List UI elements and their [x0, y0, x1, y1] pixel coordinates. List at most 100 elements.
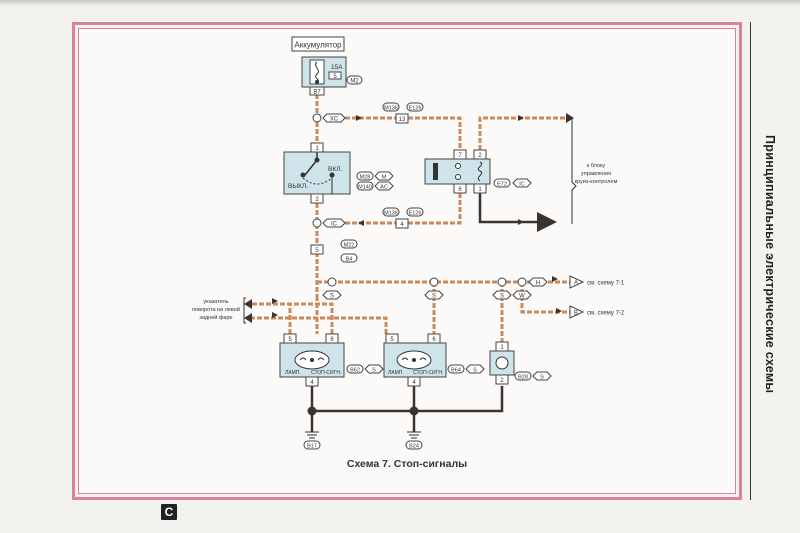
connector-4: 4 M136 E126: [382, 207, 424, 229]
svg-text:6: 6: [330, 337, 334, 343]
fuse-block: 15A 5 B7 M2: [301, 56, 363, 96]
svg-text:круиз-контролем: круиз-контролем: [575, 179, 618, 185]
relay-coil-icon: [477, 161, 483, 182]
arrow-turn-2: [244, 313, 252, 323]
fuse-rating: 15A: [331, 64, 343, 71]
svg-text:E126: E126: [409, 211, 422, 217]
cruise-control-note: к блоку управления круиз-контролем: [575, 163, 618, 185]
arrow-to-cruise-top: [566, 113, 574, 123]
svg-text:поворота на левой: поворота на левой: [192, 306, 240, 313]
svg-text:S: S: [432, 294, 436, 300]
diagram-frame-inner: [78, 28, 736, 494]
side-rule: [750, 22, 751, 500]
svg-text:см. схему 7-1: см. схему 7-1: [587, 281, 625, 287]
svg-text:XC: XC: [330, 117, 339, 123]
battery-label: Аккумулятор: [294, 41, 342, 50]
svg-text:S: S: [372, 368, 376, 374]
battery: Аккумулятор: [291, 36, 345, 52]
svg-text:к блоку: к блоку: [587, 163, 606, 169]
svg-text:указатель: указатель: [203, 299, 228, 305]
svg-text:см. схему 7-2: см. схему 7-2: [587, 311, 625, 317]
bus-splices: S S S W H: [322, 277, 548, 300]
svg-text:5: 5: [390, 337, 394, 343]
svg-text:E126: E126: [409, 106, 422, 112]
wire-turn-1b: [290, 302, 334, 334]
lamp-right: 5 6 ЛАМП. СТОП-СИГН. 4 B64 S: [383, 333, 485, 387]
turn-signal-note: указатель поворота на левой задней фаре: [192, 299, 240, 321]
svg-text:IC: IC: [331, 222, 338, 228]
splice-ic: IC: [312, 218, 346, 228]
fuse-connector: B7: [313, 90, 321, 96]
svg-text:B28: B28: [518, 375, 528, 381]
fuse-location-tag: M2: [350, 79, 359, 85]
wire-turn-2: [252, 316, 388, 334]
svg-text:AC: AC: [380, 185, 388, 191]
diagram-frame-outer: [72, 22, 742, 500]
high-stop-lamp: 1 2 B28 S: [489, 341, 552, 385]
svg-text:M140: M140: [358, 185, 372, 191]
wire-xc-relay7: [324, 116, 462, 150]
svg-text:6: 6: [432, 337, 436, 343]
svg-text:ЛАМП.: ЛАМП.: [388, 370, 404, 376]
svg-text:S: S: [330, 294, 334, 300]
svg-text:H: H: [536, 281, 540, 287]
svg-text:7: 7: [458, 153, 462, 159]
switch-off-label: ВЫКЛ.: [288, 183, 308, 190]
arrow-turn-1: [244, 299, 252, 309]
bulb-icon: [495, 356, 509, 370]
svg-text:IC: IC: [519, 182, 525, 188]
ground-b24: B24: [405, 431, 423, 450]
cruise-brace: [571, 118, 577, 224]
svg-text:E72: E72: [497, 182, 507, 188]
svg-text:B64: B64: [451, 368, 461, 374]
svg-text:1: 1: [500, 345, 504, 351]
wires-orange: [252, 94, 570, 342]
svg-text:S: S: [473, 368, 477, 374]
turn-brace: [243, 297, 246, 324]
svg-text:СТОП-СИГН.: СТОП-СИГН.: [413, 370, 443, 376]
page-top-edge: [0, 0, 800, 6]
svg-text:6: 6: [458, 187, 462, 193]
diagram-caption: Схема 7. Стоп-сигналы: [347, 458, 467, 470]
ground-junction: [307, 406, 317, 416]
section-side-title: Принципиальные электрические схемы: [763, 135, 777, 394]
svg-text:M28: M28: [360, 175, 371, 181]
switch-on-label: ВКЛ.: [328, 166, 342, 173]
wire-relay2-cruise: [478, 116, 568, 150]
cruise-control-relay: 7 2 6 1 E72 IC: [424, 149, 532, 194]
publisher-logo-icon: C: [161, 504, 177, 520]
svg-text:управления: управления: [581, 171, 611, 177]
svg-text:4: 4: [400, 222, 404, 228]
svg-text:B: B: [574, 311, 578, 317]
svg-text:4: 4: [412, 380, 416, 386]
brake-switch: 1 ВКЛ. ВЫКЛ. 2 M28 M M140 AC: [283, 142, 394, 204]
ground-b17: B17: [303, 431, 321, 450]
svg-text:M: M: [382, 175, 387, 181]
ground-icon: [407, 431, 421, 439]
fuse-number: 5: [333, 74, 337, 80]
ground-icon: [305, 431, 319, 439]
svg-text:M22: M22: [344, 243, 355, 249]
svg-text:задней фаре: задней фаре: [199, 314, 232, 321]
ground-junction: [409, 406, 419, 416]
svg-text:W: W: [519, 294, 525, 300]
wire-relay6-ic: [324, 193, 462, 225]
svg-text:S: S: [540, 375, 544, 381]
svg-text:2: 2: [500, 378, 504, 384]
svg-text:B62: B62: [350, 368, 360, 374]
relay-contact-icon: [433, 163, 438, 180]
svg-text:5: 5: [288, 337, 292, 343]
svg-text:1: 1: [315, 146, 319, 152]
svg-text:A: A: [574, 281, 578, 287]
svg-text:2: 2: [478, 153, 482, 159]
svg-text:5: 5: [315, 248, 319, 254]
svg-text:S: S: [500, 294, 504, 300]
svg-text:4: 4: [310, 380, 314, 386]
svg-text:ЛАМП.: ЛАМП.: [285, 370, 301, 376]
svg-text:СТОП-СИГН.: СТОП-СИГН.: [311, 370, 341, 376]
svg-text:B4: B4: [346, 257, 353, 263]
svg-text:B17: B17: [307, 444, 317, 450]
connector-13: 13 M136 E126: [382, 102, 424, 124]
flow-arrows: [272, 115, 562, 318]
